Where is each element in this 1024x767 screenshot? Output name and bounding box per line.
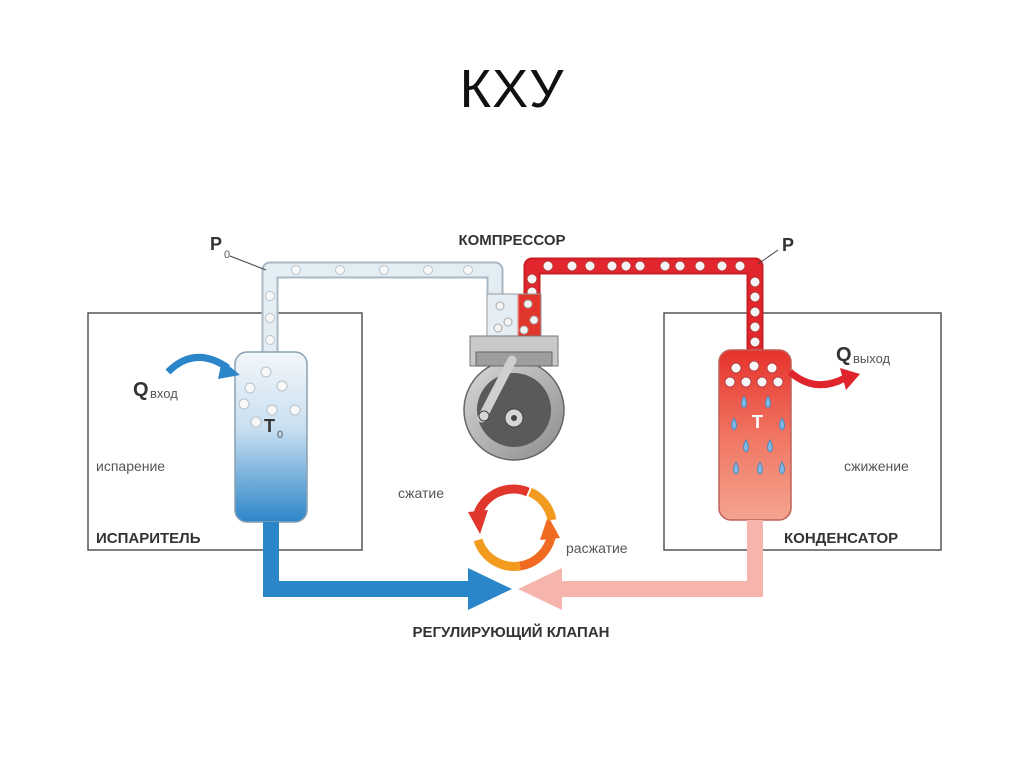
cold-arrow-head bbox=[468, 568, 512, 610]
q-out-subscript: выход bbox=[853, 351, 891, 366]
evaporation-label: испарение bbox=[96, 458, 165, 474]
t0-label: T bbox=[264, 416, 275, 436]
cycle-arrows-icon bbox=[468, 484, 560, 571]
compression-label: сжатие bbox=[398, 485, 444, 501]
evaporator-tank bbox=[234, 351, 308, 523]
p0-subscript: 0 bbox=[224, 249, 230, 261]
cold-liquid-line bbox=[263, 522, 470, 597]
heat-out-arrow bbox=[787, 369, 847, 389]
page-title: КХУ bbox=[459, 59, 565, 119]
p0-label: P bbox=[210, 234, 222, 254]
q-in-label: Q bbox=[133, 379, 149, 401]
warm-arrow-head bbox=[518, 568, 562, 610]
p-leader bbox=[757, 249, 779, 265]
valve-label: РЕГУЛИРУЮЩИЙ КЛАПАН bbox=[413, 623, 610, 641]
condenser-box bbox=[663, 312, 942, 551]
q-in-subscript: вход bbox=[150, 386, 178, 401]
compressor-label: КОМПРЕССОР bbox=[458, 232, 565, 249]
t0-subscript: 0 bbox=[277, 429, 283, 441]
p0-leader bbox=[229, 255, 267, 271]
heat-in-arrow bbox=[165, 353, 230, 375]
expansion-label: расжатие bbox=[566, 540, 628, 556]
condenser-label: КОНДЕНСАТОР bbox=[784, 530, 898, 547]
t-label: T bbox=[752, 412, 763, 432]
evaporator-box bbox=[87, 312, 363, 551]
condenser-tank bbox=[718, 349, 792, 521]
evaporator-label: ИСПАРИТЕЛЬ bbox=[96, 530, 201, 547]
warm-liquid-line bbox=[560, 520, 763, 597]
compressor-icon bbox=[463, 335, 565, 461]
condensate-droplets bbox=[731, 395, 785, 475]
p-label: P bbox=[782, 235, 794, 255]
q-out-label: Q bbox=[836, 344, 852, 366]
condensation-label: сжижение bbox=[844, 458, 909, 474]
low-pressure-bubbles bbox=[265, 265, 473, 345]
